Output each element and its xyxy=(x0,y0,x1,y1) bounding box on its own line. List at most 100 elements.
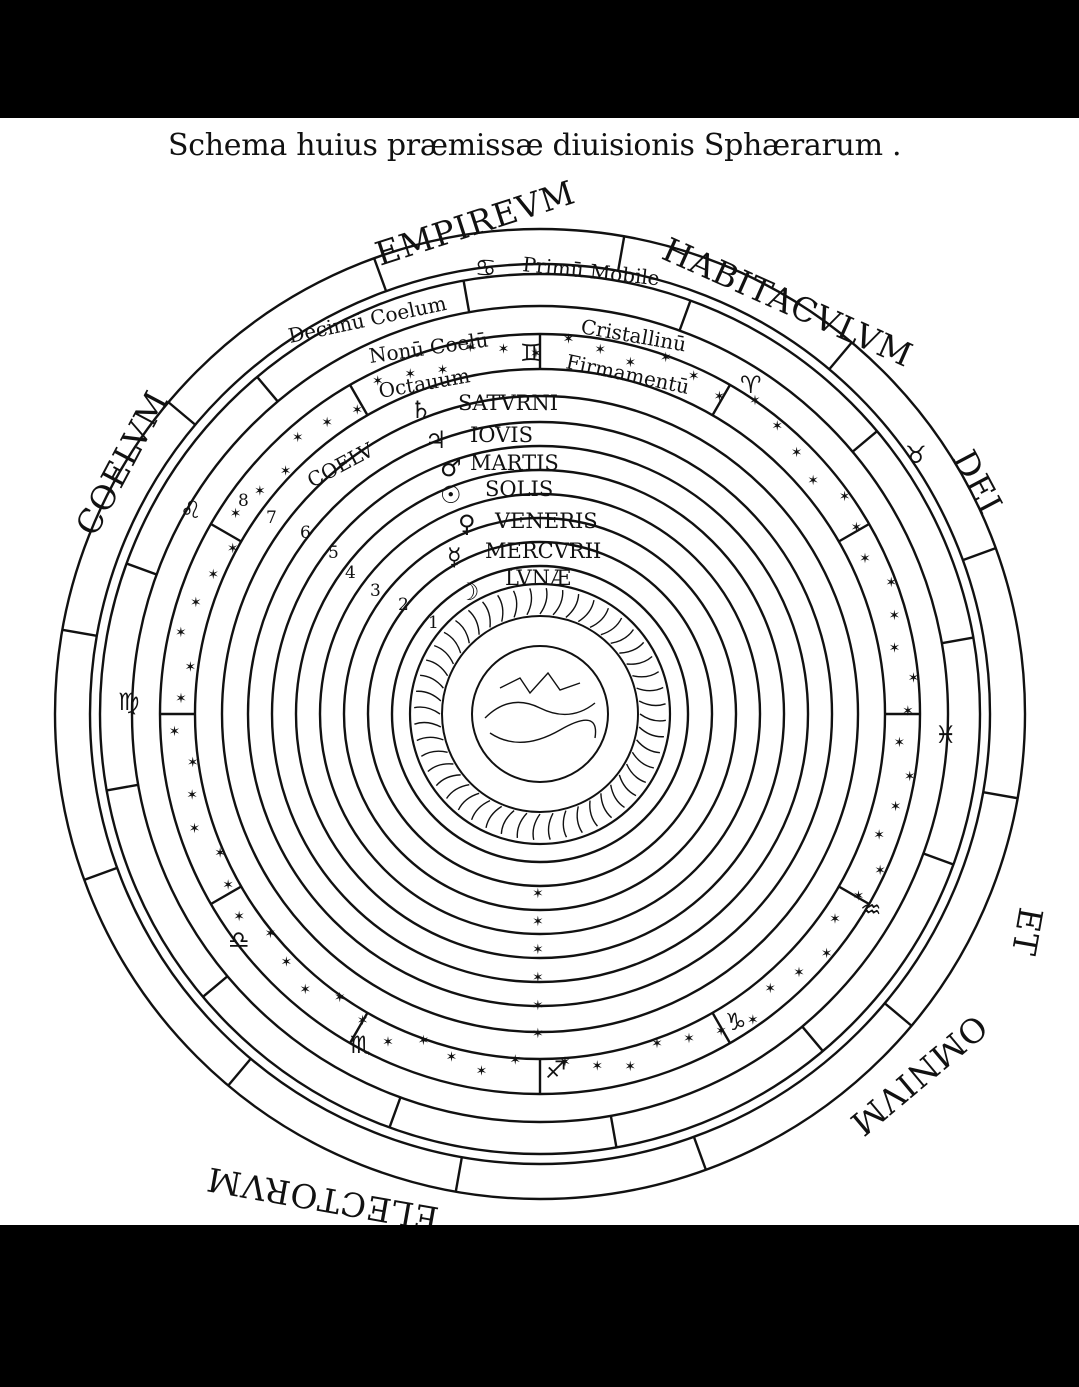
flame-stroke xyxy=(467,609,480,635)
flame-stroke xyxy=(455,619,470,644)
flame-stroke xyxy=(416,690,442,702)
star-icon: ✶ xyxy=(873,827,885,843)
page: Schema huius præmissæ diuisionis Sphærar… xyxy=(0,118,1079,1225)
segment-divider xyxy=(62,628,98,638)
flame-stroke xyxy=(552,590,564,616)
star-icon: ✶ xyxy=(563,332,575,348)
star-icon: ✶ xyxy=(292,430,304,446)
zodiac-scorpio-symbol: ♏ xyxy=(350,1031,372,1059)
label-primum-mobile: Primū Mobile xyxy=(521,252,660,290)
segment-divider xyxy=(801,1025,824,1052)
star-icon: ✶ xyxy=(764,981,776,997)
planet-solis: SOLIS xyxy=(485,477,553,501)
star-icon: ✶ xyxy=(591,1058,603,1074)
segment-divider xyxy=(126,562,158,576)
flame-stroke xyxy=(420,674,444,689)
sphere-ring xyxy=(98,272,982,1156)
star-icon: ✶ xyxy=(559,1054,571,1070)
star-icon: ✶ xyxy=(299,982,311,998)
flame-stroke xyxy=(562,810,568,838)
star-icon: ✶ xyxy=(530,346,542,362)
star-icon: ✶ xyxy=(688,368,700,384)
star-icon: ✶ xyxy=(175,625,187,641)
star-icon: ✶ xyxy=(186,788,198,804)
sphere-ring xyxy=(270,444,810,984)
zodiac-virgo-symbol: ♍ xyxy=(118,688,140,716)
star-icon: ✶ xyxy=(889,641,901,657)
flame-stroke xyxy=(482,601,491,628)
flame-stroke xyxy=(577,600,595,623)
jupiter-symbol: ♃ xyxy=(425,426,447,454)
sphere-ring xyxy=(220,394,860,1034)
zodiac-segments xyxy=(62,236,1018,1192)
star-icon: ✶ xyxy=(222,877,234,893)
star-icon: ✶ xyxy=(254,483,266,499)
segment-divider xyxy=(372,257,388,292)
star-icon: ✶ xyxy=(464,340,476,356)
segment-divider xyxy=(851,430,878,453)
star-icon: ✶ xyxy=(908,670,920,686)
flame-stroke xyxy=(532,813,541,840)
planet-veneris: VENERIS xyxy=(494,509,598,533)
sphere-number-7: 7 xyxy=(266,508,277,528)
zodiac-sagittarius-symbol: ♐ xyxy=(545,1056,567,1084)
flame-stroke xyxy=(631,751,654,769)
sphere-ring xyxy=(318,492,762,936)
star-icon: ✶ xyxy=(185,660,197,676)
segment-divider xyxy=(348,384,369,416)
star-icon: ✶ xyxy=(189,821,201,837)
flame-stroke xyxy=(610,629,635,644)
segment-divider xyxy=(167,401,197,426)
moon-symbol: ☽ xyxy=(458,578,480,606)
flame-stroke xyxy=(636,686,664,692)
sphere-number-4: 4 xyxy=(345,563,356,583)
sphere-ring xyxy=(53,227,1027,1201)
planet-iouis: IOVIS xyxy=(470,423,533,447)
sphere-number-8: 8 xyxy=(238,491,249,511)
sphere-ring xyxy=(294,468,786,960)
flame-stroke xyxy=(470,799,491,821)
star-icon: ✶ xyxy=(280,954,292,970)
star-icon: ✶ xyxy=(902,703,914,719)
diagram-caption: Schema huius præmissæ diuisionis Sphærar… xyxy=(168,128,902,163)
segment-divider xyxy=(711,1012,732,1044)
star-icon: ✶ xyxy=(207,567,219,583)
segment-divider xyxy=(941,636,974,645)
star-icon: ✶ xyxy=(532,1026,544,1042)
flame-stroke xyxy=(589,607,610,629)
zodiac-libra-symbol: ♎ xyxy=(228,926,250,954)
segment-divider xyxy=(692,1136,708,1171)
star-icon: ✶ xyxy=(190,595,202,611)
sphere-ring xyxy=(342,516,738,912)
star-icon: ✶ xyxy=(175,691,187,707)
star-icon: ✶ xyxy=(851,520,863,536)
label-coelu: COELV xyxy=(303,437,378,492)
zodiac-leo-symbol: ♌ xyxy=(180,496,202,524)
segment-divider xyxy=(883,1002,913,1027)
flame-stroke xyxy=(625,763,647,784)
zodiac-cancer-symbol: ♋ xyxy=(475,254,497,282)
segment-divider xyxy=(828,341,853,371)
star-icon: ✶ xyxy=(683,1031,695,1047)
star-icon: ✶ xyxy=(885,575,897,591)
star-icon: ✶ xyxy=(793,965,805,981)
fire-sphere-flames xyxy=(414,588,666,840)
flame-stroke xyxy=(435,774,461,787)
star-icon: ✶ xyxy=(651,1036,663,1052)
segment-divider xyxy=(462,280,471,313)
flame-stroke xyxy=(526,588,533,616)
star-icon: ✶ xyxy=(889,608,901,624)
flame-stroke xyxy=(638,700,666,707)
flame-stroke xyxy=(632,671,660,678)
star-icon: ✶ xyxy=(624,1059,636,1075)
flame-stroke xyxy=(547,812,554,840)
sphere-number-1: 1 xyxy=(428,613,439,633)
flame-stroke xyxy=(445,784,470,799)
segment-divider xyxy=(962,546,997,562)
flame-stroke xyxy=(427,763,454,772)
star-icon: ✶ xyxy=(509,1053,521,1069)
label-dei: DEI xyxy=(945,443,1011,520)
sphere-number-3: 3 xyxy=(370,581,381,601)
star-icon: ✶ xyxy=(357,1013,369,1029)
star-icon: ✶ xyxy=(169,724,181,740)
